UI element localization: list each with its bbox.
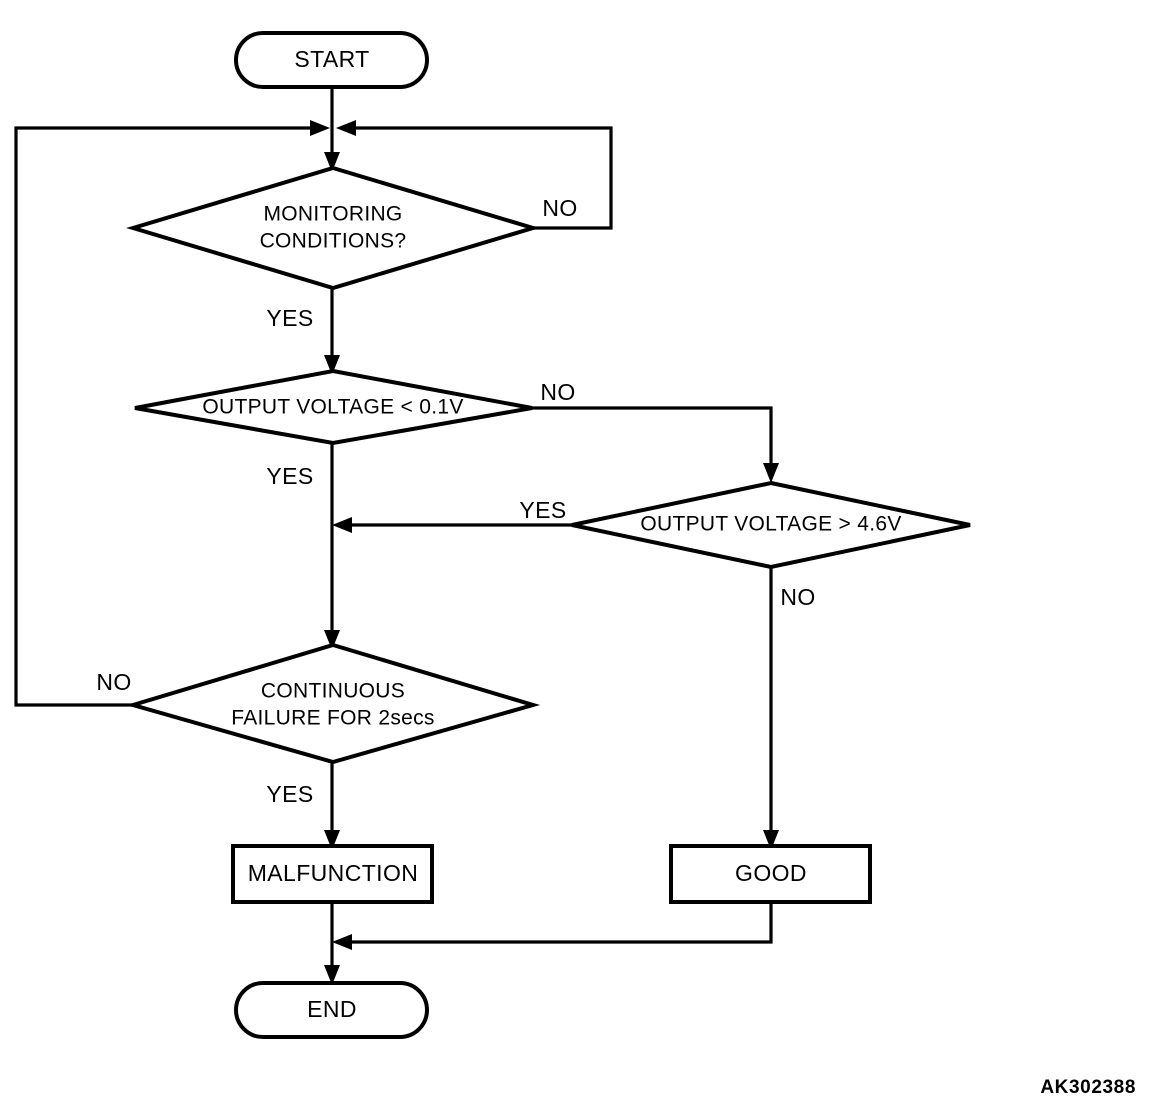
good-shape <box>669 844 872 904</box>
edge-monitoring-no-loopback <box>354 126 613 230</box>
output-voltage-high-shape <box>571 480 971 570</box>
edge-label-voltage-low-no: NO <box>540 379 575 405</box>
node-monitoring-conditions[interactable]: MONITORING CONDITIONS? <box>126 165 540 291</box>
malfunction-label: MALFUNCTION <box>248 860 419 886</box>
monitoring-conditions-shape <box>126 165 540 291</box>
edge-good-to-end-merge <box>344 903 773 944</box>
continuous-failure-label-line2: FAILURE FOR 2secs <box>231 707 434 730</box>
edge-label-failure-no: NO <box>96 669 131 695</box>
node-continuous-failure[interactable]: CONTINUOUS FAILURE FOR 2secs <box>125 642 541 765</box>
output-voltage-high-label: OUTPUT VOLTAGE > 4.6V <box>640 513 901 536</box>
edge-failure-no-loopback <box>14 126 312 707</box>
figure-code: AK302388 <box>1040 1077 1136 1098</box>
arrowhead-loopback-right-into-junction <box>336 120 356 136</box>
output-voltage-low-label: OUTPUT VOLTAGE < 0.1V <box>202 396 463 419</box>
arrowhead-loopback-left-into-junction <box>310 120 330 136</box>
arrowhead-voltage-high-yes-into-main <box>332 517 352 533</box>
arrowhead-into-end <box>324 965 340 985</box>
node-output-voltage-low[interactable]: OUTPUT VOLTAGE < 0.1V <box>134 368 533 446</box>
node-end[interactable]: END <box>234 981 429 1039</box>
start-shape <box>234 31 429 89</box>
arrowhead-into-continuous-failure <box>324 630 340 650</box>
monitoring-conditions-label-line1: MONITORING <box>263 203 402 226</box>
arrowhead-into-malfunction <box>324 830 340 850</box>
arrowhead-good-merge <box>332 934 352 950</box>
start-label: START <box>294 46 369 72</box>
edge-label-voltage-low-yes: YES <box>266 463 313 489</box>
edge-voltage-low-no <box>532 406 773 473</box>
output-voltage-low-shape <box>134 368 533 446</box>
edge-label-monitoring-no: NO <box>542 195 577 221</box>
node-start[interactable]: START <box>234 31 429 89</box>
edge-label-voltage-high-no: NO <box>780 584 815 610</box>
continuous-failure-label-line1: CONTINUOUS <box>261 680 405 703</box>
edge-label-failure-yes: YES <box>266 781 313 807</box>
end-label: END <box>307 996 357 1022</box>
end-shape <box>234 981 429 1039</box>
node-good[interactable]: GOOD <box>669 844 872 904</box>
node-output-voltage-high[interactable]: OUTPUT VOLTAGE > 4.6V <box>571 480 971 570</box>
good-label: GOOD <box>735 860 807 886</box>
malfunction-shape <box>231 844 434 904</box>
arrowhead-into-voltage-high <box>763 463 779 483</box>
arrowhead-into-good <box>763 830 779 850</box>
edge-label-voltage-high-yes: YES <box>519 497 566 523</box>
edge-label-monitoring-yes: YES <box>266 305 313 331</box>
arrowhead-into-voltage-low <box>324 355 340 375</box>
continuous-failure-shape <box>125 642 541 765</box>
arrowhead-into-monitoring <box>324 152 340 172</box>
node-malfunction[interactable]: MALFUNCTION <box>231 844 434 904</box>
monitoring-conditions-label-line2: CONDITIONS? <box>260 230 407 253</box>
